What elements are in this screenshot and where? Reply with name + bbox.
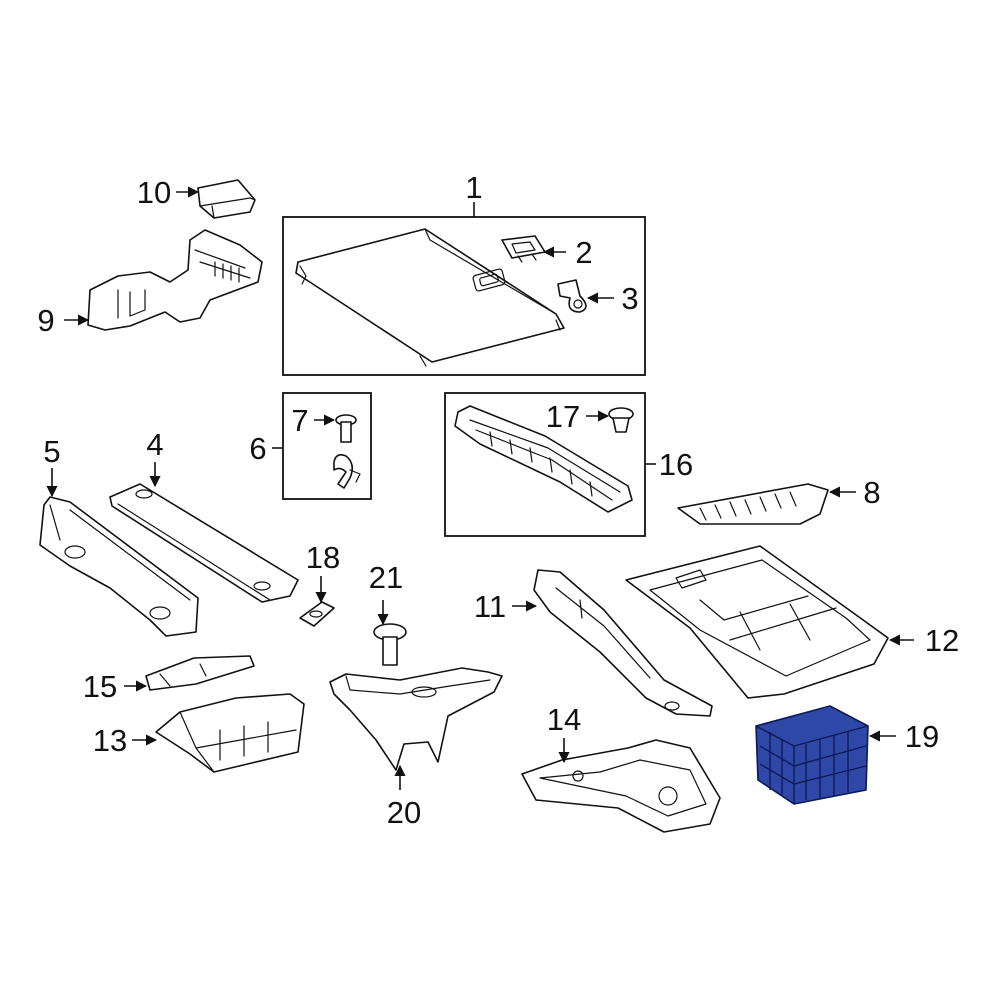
part-2-handle[interactable]	[501, 235, 546, 263]
part-7-bolt[interactable]	[335, 414, 357, 443]
part-11-rail[interactable]	[533, 569, 713, 717]
callout-6: 6	[249, 431, 266, 466]
part-15-small-trim[interactable]	[145, 655, 255, 691]
callout-11: 11	[474, 589, 506, 624]
callout-1: 1	[465, 170, 482, 205]
callout-15: 15	[83, 669, 117, 704]
part-13-storage-tray[interactable]	[155, 693, 305, 773]
callout-8: 8	[863, 475, 880, 510]
part-14-tool-tray[interactable]	[521, 739, 721, 833]
callout-21: 21	[369, 560, 403, 595]
part-9-side-bracket[interactable]	[87, 229, 263, 331]
callout-17: 17	[546, 399, 580, 434]
callout-10: 10	[137, 175, 171, 210]
callout-4: 4	[146, 427, 163, 462]
part-18-grommet[interactable]	[299, 601, 335, 627]
callout-2: 2	[575, 235, 592, 270]
part-21-screw[interactable]	[373, 623, 407, 666]
callout-14: 14	[547, 702, 581, 737]
part-19-storage-crate[interactable]	[755, 705, 869, 805]
part-1-floor-cover[interactable]	[295, 228, 565, 367]
callout-20: 20	[387, 795, 421, 830]
part-17-push-clip[interactable]	[608, 407, 634, 433]
group-box-1	[282, 216, 646, 376]
part-12-cargo-tub[interactable]	[625, 545, 889, 699]
part-10-cap[interactable]	[197, 179, 256, 219]
part-16-sill-trim[interactable]	[454, 405, 633, 513]
callout-5: 5	[43, 434, 60, 469]
callout-9: 9	[37, 303, 54, 338]
part-8-mat[interactable]	[677, 483, 829, 525]
part-20-center-support[interactable]	[329, 667, 503, 771]
callout-16: 16	[659, 447, 693, 482]
part-6-clip[interactable]	[333, 454, 361, 489]
callout-18: 18	[306, 540, 340, 575]
part-4-long-trim[interactable]	[109, 483, 299, 603]
group-box-6	[282, 392, 372, 500]
part-3-hook[interactable]	[557, 279, 587, 313]
callout-12: 12	[925, 623, 959, 658]
callout-19: 19	[905, 719, 939, 754]
callout-3: 3	[621, 281, 638, 316]
callout-7: 7	[291, 403, 308, 438]
part-5-left-trim[interactable]	[39, 496, 199, 637]
callout-13: 13	[93, 723, 127, 758]
